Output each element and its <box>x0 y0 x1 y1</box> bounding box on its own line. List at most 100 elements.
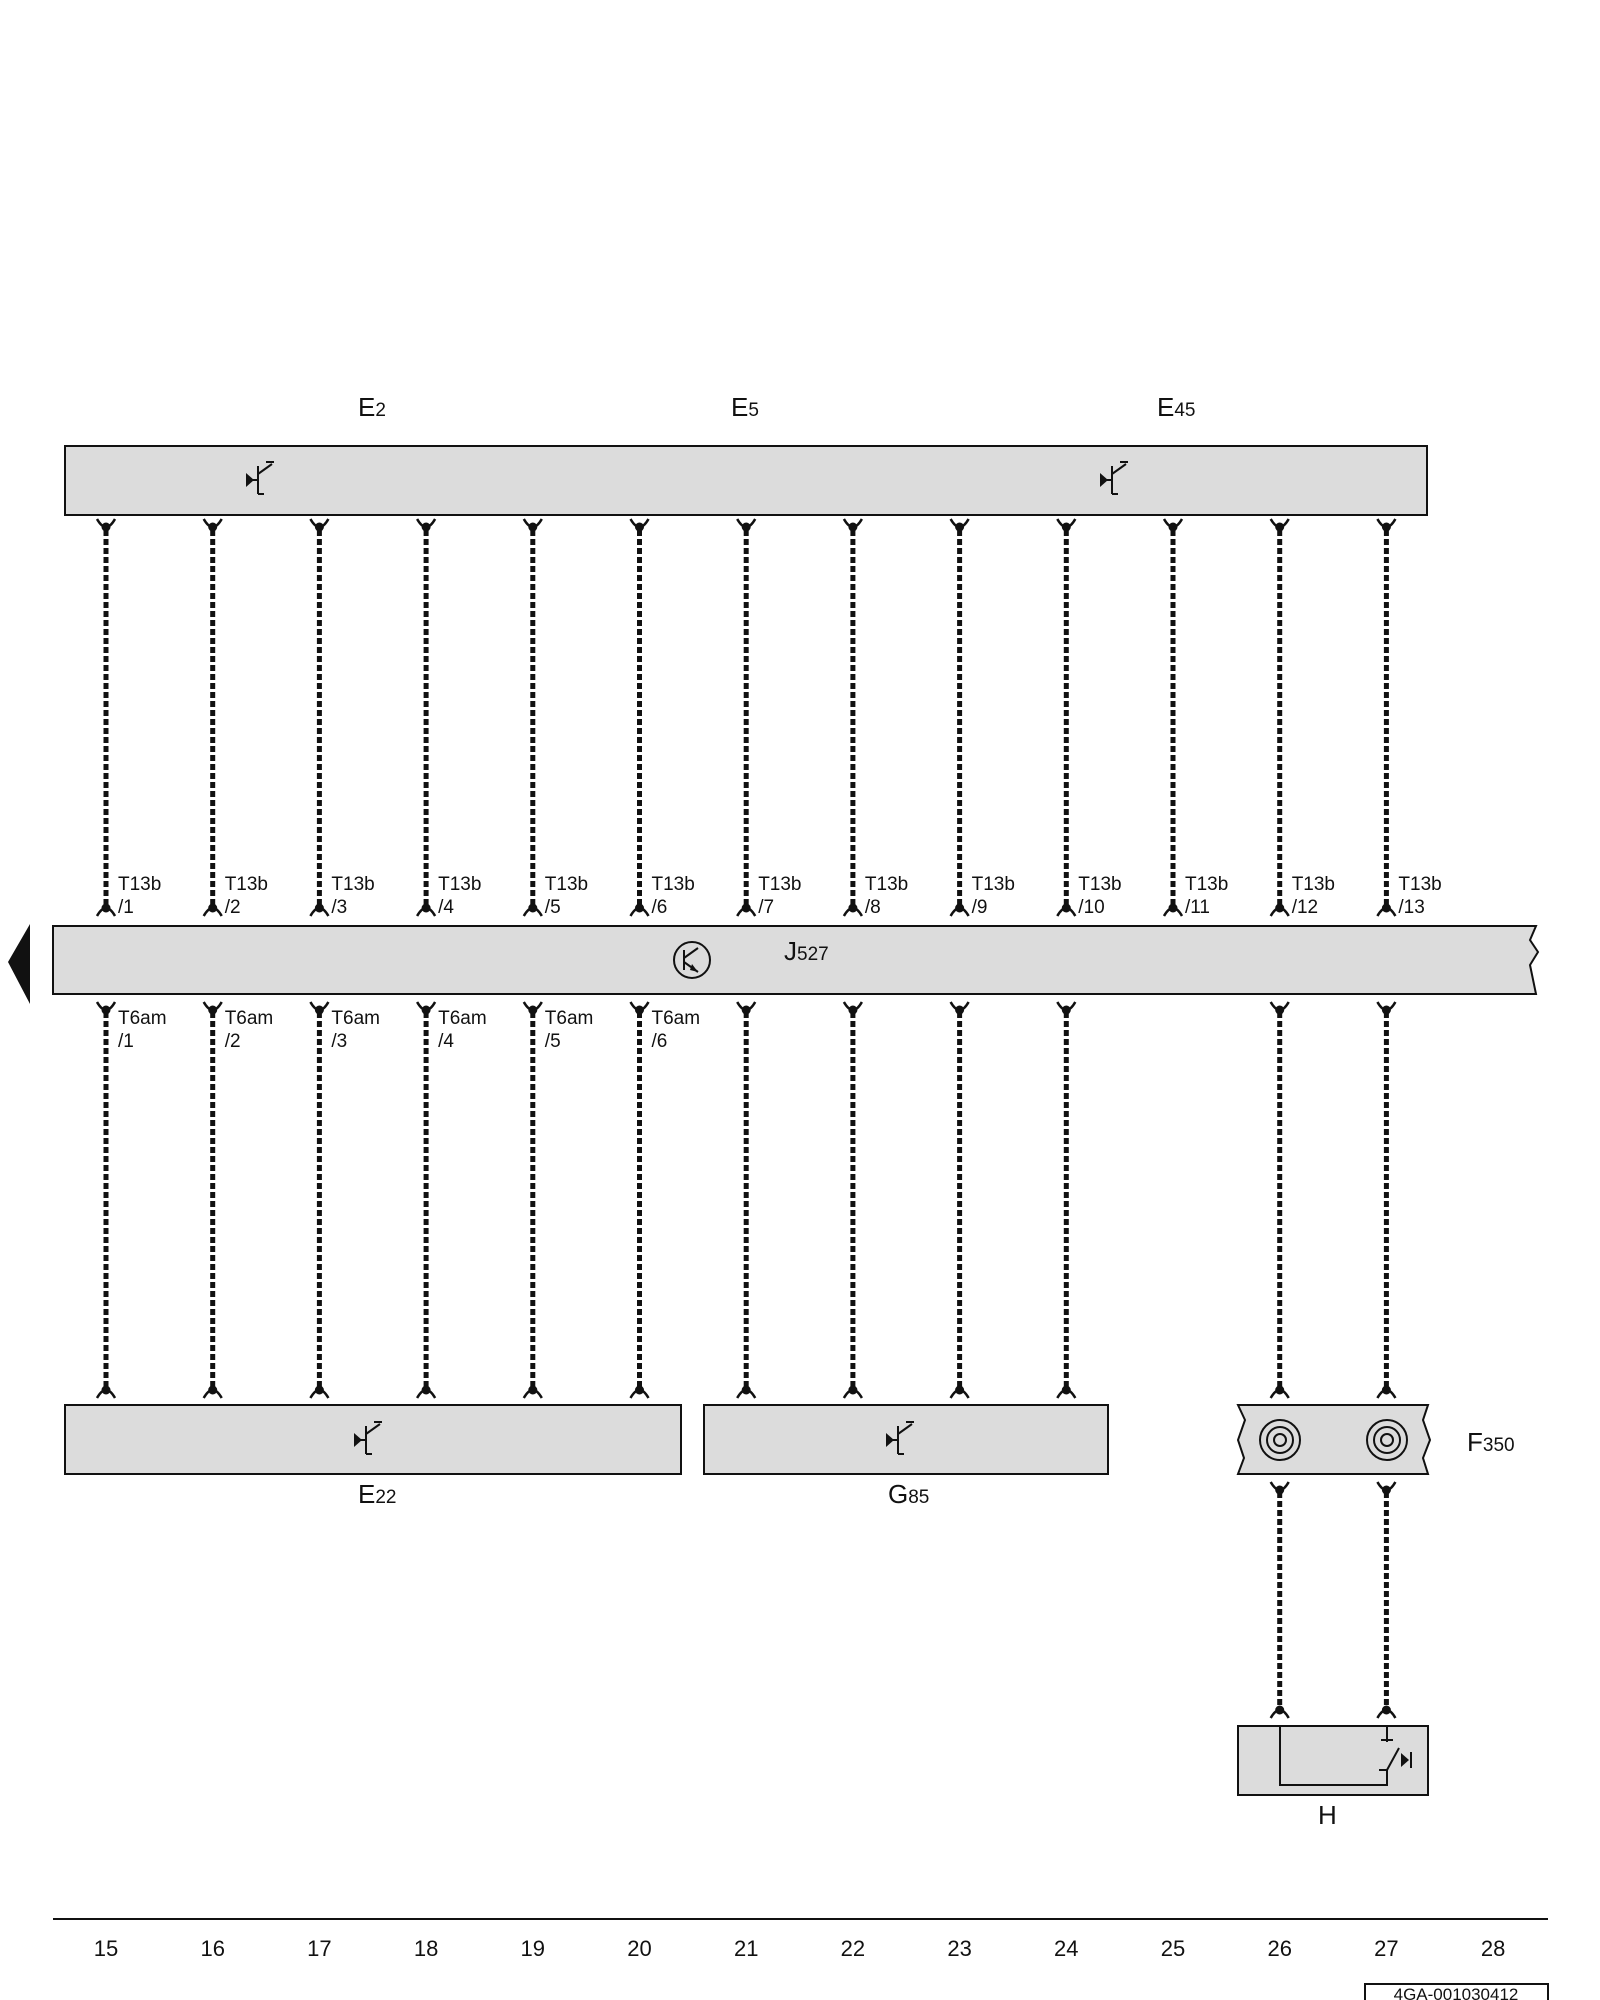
lower-connector-pin-5: /5 <box>545 1031 561 1052</box>
plug-j527-cs-1 <box>1269 1001 1290 1015</box>
plug-j527-upper-5 <box>522 903 543 917</box>
plug-top-9 <box>949 518 970 532</box>
lower-connector-name-5: T6am <box>545 1008 594 1029</box>
switch-icon-g85 <box>886 1421 914 1455</box>
plug-bottom-4 <box>416 1385 437 1399</box>
track-number-15: 15 <box>94 1936 118 1961</box>
lower-connector-pin-1: /1 <box>118 1031 134 1052</box>
lower-connector-pin-2: /2 <box>225 1031 241 1052</box>
wire-group <box>95 518 1397 1719</box>
lower-connector-pin-4: /4 <box>438 1031 454 1052</box>
plug-j527-lower-8 <box>842 1001 863 1015</box>
lower-connector-name-4: T6am <box>438 1008 487 1029</box>
track-number-19: 19 <box>521 1936 545 1961</box>
switch-housing-top <box>64 445 1428 516</box>
lower-connector-name-3: T6am <box>331 1008 380 1029</box>
lower-connector-name-1: T6am <box>118 1008 167 1029</box>
reference-code: 4GA-001030412 <box>1394 1985 1519 2000</box>
transistor-icon <box>673 941 711 979</box>
upper-connector-name-7: T13b <box>758 874 801 895</box>
switch-icon-e45 <box>1100 461 1128 495</box>
plug-j527-upper-4 <box>416 903 437 917</box>
upper-connector-pin-4: /4 <box>438 897 454 918</box>
track-number-21: 21 <box>734 1936 758 1961</box>
track-number-17: 17 <box>307 1936 331 1961</box>
plug-j527-upper-2 <box>202 903 223 917</box>
label-e2: E2 <box>358 392 386 422</box>
label-h: H <box>1318 1800 1337 1830</box>
lower-connector-name-2: T6am <box>225 1008 274 1029</box>
plug-top-10 <box>1056 518 1077 532</box>
plug-j527-upper-6 <box>629 903 650 917</box>
track-number-27: 27 <box>1374 1936 1398 1961</box>
plug-bottom-8 <box>842 1385 863 1399</box>
switch-icon-e2 <box>246 461 274 495</box>
upper-connector-pin-11: /11 <box>1185 897 1210 918</box>
upper-connector-pin-5: /5 <box>545 897 561 918</box>
plug-f350-top-2 <box>1376 1385 1397 1399</box>
plug-bottom-1 <box>95 1385 117 1399</box>
plug-top-6 <box>629 518 650 532</box>
plug-f350-bottom-1 <box>1269 1481 1290 1495</box>
track-number-22: 22 <box>841 1936 865 1961</box>
clock-spring-f350 <box>1236 1404 1432 1475</box>
plug-j527-lower-1 <box>95 1001 117 1015</box>
page-continuation-arrow <box>8 924 30 1004</box>
switch-housing-e22 <box>64 1404 682 1475</box>
track-number-20: 20 <box>627 1936 651 1961</box>
plug-j527-lower-6 <box>629 1001 650 1015</box>
plug-j527-upper-13 <box>1376 903 1397 917</box>
upper-connector-name-11: T13b <box>1185 874 1228 895</box>
upper-connector-name-8: T13b <box>865 874 908 895</box>
upper-connector-labels: T13b/1T13b/2T13b/3T13b/4T13b/5T13b/6T13b… <box>118 874 1442 918</box>
plug-top-12 <box>1269 518 1290 532</box>
plug-bottom-2 <box>202 1385 223 1399</box>
label-g85: G85 <box>888 1479 929 1509</box>
plug-top-11 <box>1162 518 1184 532</box>
plug-j527-upper-11 <box>1162 903 1184 917</box>
upper-connector-pin-7: /7 <box>758 897 774 918</box>
plug-j527-upper-3 <box>309 903 330 917</box>
label-e45: E45 <box>1157 392 1195 422</box>
upper-connector-pin-2: /2 <box>225 897 241 918</box>
track-number-26: 26 <box>1267 1936 1291 1961</box>
upper-connector-pin-10: /10 <box>1078 897 1104 918</box>
upper-connector-name-5: T13b <box>545 874 588 895</box>
spiral-icon-right <box>1366 1419 1408 1461</box>
plug-j527-lower-4 <box>416 1001 437 1015</box>
upper-connector-pin-3: /3 <box>331 897 347 918</box>
plug-j527-cs-2 <box>1376 1001 1397 1015</box>
label-f350: F350 <box>1467 1427 1515 1457</box>
plug-j527-lower-2 <box>202 1001 223 1015</box>
plug-j527-lower-9 <box>949 1001 970 1015</box>
lower-connector-pin-6: /6 <box>652 1031 668 1052</box>
plug-horn-2 <box>1376 1705 1397 1719</box>
upper-connector-pin-13: /13 <box>1398 897 1424 918</box>
label-j527: J527 <box>784 936 829 966</box>
plug-bottom-5 <box>522 1385 543 1399</box>
upper-connector-name-6: T13b <box>652 874 695 895</box>
upper-connector-name-1: T13b <box>118 874 161 895</box>
plug-bottom-9 <box>949 1385 970 1399</box>
plug-top-4 <box>416 518 437 532</box>
plug-top-8 <box>842 518 863 532</box>
plug-f350-bottom-2 <box>1376 1481 1397 1495</box>
plug-top-2 <box>202 518 223 532</box>
plug-horn-1 <box>1269 1705 1290 1719</box>
upper-connector-name-10: T13b <box>1078 874 1121 895</box>
upper-connector-name-9: T13b <box>972 874 1015 895</box>
label-e5: E5 <box>731 392 759 422</box>
plug-top-13 <box>1376 518 1397 532</box>
plug-bottom-3 <box>309 1385 330 1399</box>
switch-icon-e22 <box>354 1421 382 1455</box>
upper-connector-pin-1: /1 <box>118 897 134 918</box>
plug-j527-upper-10 <box>1056 903 1077 917</box>
plug-j527-lower-3 <box>309 1001 330 1015</box>
upper-connector-name-3: T13b <box>331 874 374 895</box>
label-e22: E22 <box>358 1479 396 1509</box>
upper-connector-name-2: T13b <box>225 874 268 895</box>
plug-top-7 <box>736 518 757 532</box>
upper-connector-name-4: T13b <box>438 874 481 895</box>
